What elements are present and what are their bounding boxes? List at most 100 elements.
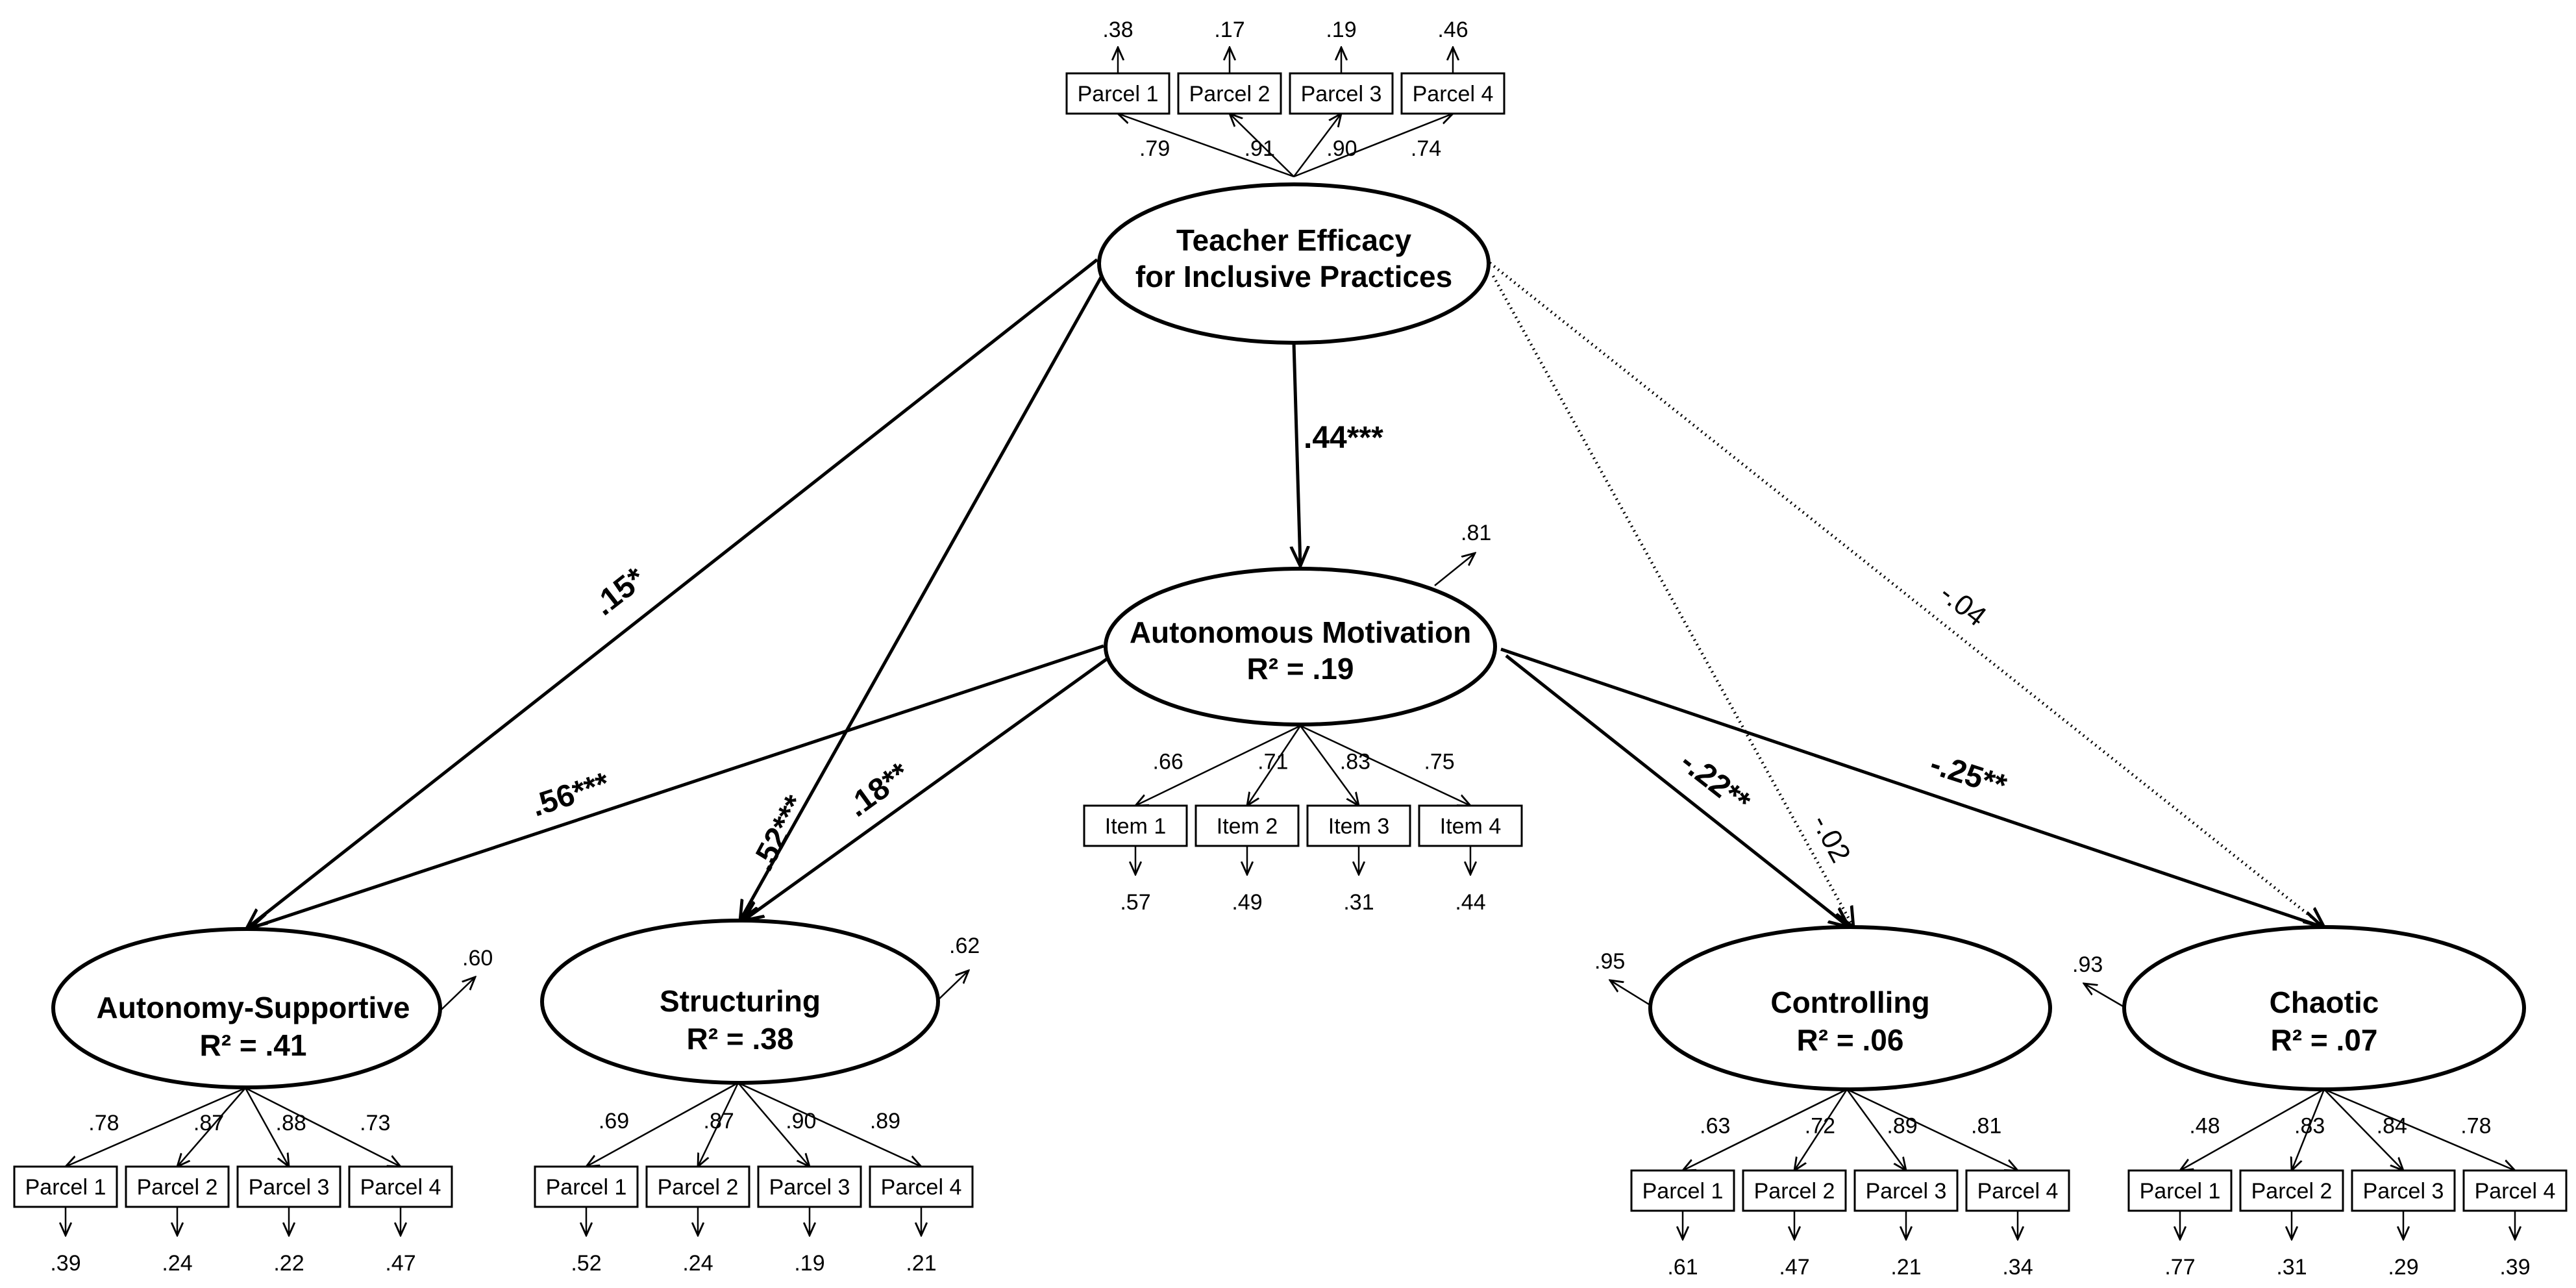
indicator-box-co-3 bbox=[1853, 1169, 1959, 1212]
indicator-label-as-4: Parcel 4 bbox=[360, 1175, 441, 1200]
error-value-ch-1: .77 bbox=[2164, 1255, 2195, 1280]
loading-value-co-2: .72 bbox=[1805, 1114, 1835, 1139]
indicator-box-am-3 bbox=[1306, 804, 1411, 847]
error-value-as-4: .47 bbox=[385, 1251, 415, 1276]
indicator-box-tefip-2 bbox=[1177, 72, 1282, 115]
indicator-label-ch-2: Parcel 2 bbox=[2251, 1179, 2333, 1204]
indicator-label-co-3: Parcel 3 bbox=[1866, 1179, 1947, 1204]
loading-arrow-ch-4 bbox=[2323, 1088, 2515, 1170]
error-value-tefip-2: .17 bbox=[1214, 18, 1245, 42]
indicator-box-am-4 bbox=[1418, 804, 1523, 847]
path-motivation-to-chaotic bbox=[1500, 647, 2323, 927]
error-value-st-1: .52 bbox=[571, 1251, 601, 1276]
residual-controlling: .95 bbox=[1594, 949, 1625, 974]
coef-efficacy-controlling: -.02 bbox=[1805, 810, 1857, 868]
error-value-co-4: .34 bbox=[2002, 1255, 2033, 1280]
loading-value-am-3: .83 bbox=[1340, 749, 1370, 774]
error-value-tefip-1: .38 bbox=[1102, 18, 1133, 42]
loading-arrow-st-4 bbox=[737, 1082, 921, 1167]
latent-teacher-efficacy: Teacher Efficacy for Inclusive Practices bbox=[1097, 182, 1491, 345]
loading-arrow-ch-3 bbox=[2323, 1089, 2403, 1170]
coef-efficacy-motivation: .44*** bbox=[1304, 421, 1383, 455]
loading-arrow-am-2 bbox=[1247, 725, 1302, 806]
path-efficacy-to-autonomy-supportive bbox=[247, 258, 1098, 928]
indicator-label-tefip-1: Parcel 1 bbox=[1078, 82, 1159, 106]
indicator-label-st-3: Parcel 3 bbox=[769, 1175, 850, 1200]
loading-arrow-co-2 bbox=[1794, 1089, 1848, 1170]
path-motivation-to-autonomy-supportive bbox=[250, 644, 1104, 928]
path-efficacy-to-chaotic bbox=[1489, 262, 2324, 927]
loading-value-as-4: .73 bbox=[360, 1111, 390, 1135]
label-autonomous-motivation-line1: Autonomous Motivation bbox=[1130, 615, 1471, 649]
loading-arrow-tefip-1 bbox=[1118, 114, 1294, 178]
residual-chaotic: .93 bbox=[2072, 952, 2103, 977]
loading-arrow-co-3 bbox=[1846, 1089, 1906, 1170]
indicator-box-tefip-1 bbox=[1065, 72, 1170, 115]
loading-arrow-ch-1 bbox=[2180, 1088, 2325, 1170]
indicator-label-am-2: Item 2 bbox=[1217, 814, 1278, 839]
residual-arrow-autonomy-supportive bbox=[441, 977, 475, 1010]
error-value-as-1: .39 bbox=[50, 1251, 80, 1276]
coef-motivation-chaotic: -.25** bbox=[1926, 747, 2011, 804]
ellipse-teacher-efficacy bbox=[1097, 182, 1491, 345]
loading-arrow-tefip-3 bbox=[1293, 114, 1341, 177]
structural-paths bbox=[247, 258, 2324, 928]
residuals: .81 .60 .62 .95 .93 bbox=[441, 521, 2124, 1010]
error-value-st-3: .19 bbox=[794, 1251, 824, 1276]
path-efficacy-to-motivation bbox=[1294, 342, 1300, 566]
loading-value-st-2: .87 bbox=[704, 1109, 734, 1133]
loading-arrow-ch-2 bbox=[2292, 1089, 2325, 1170]
latent-controlling: Controlling R² = .06 bbox=[1648, 925, 2052, 1091]
loading-value-as-1: .78 bbox=[88, 1111, 119, 1135]
indicator-box-st-3 bbox=[757, 1165, 862, 1208]
indicator-label-tefip-2: Parcel 2 bbox=[1189, 82, 1270, 106]
latent-autonomy-supportive: Autonomy-Supportive R² = .41 bbox=[51, 927, 442, 1089]
indicator-box-ch-2 bbox=[2239, 1169, 2344, 1212]
coef-motivation-autonomy-supportive: .56*** bbox=[527, 766, 613, 823]
label-chaotic-line1: Chaotic bbox=[2270, 985, 2379, 1019]
loading-value-ch-4: .78 bbox=[2460, 1114, 2491, 1139]
loading-value-ch-1: .48 bbox=[2189, 1114, 2220, 1139]
loading-value-am-2: .71 bbox=[1257, 749, 1288, 774]
loading-value-co-4: .81 bbox=[1971, 1114, 2001, 1139]
loading-arrow-st-3 bbox=[737, 1082, 810, 1167]
path-efficacy-to-controlling bbox=[1492, 275, 1853, 927]
indicator-box-as-3 bbox=[236, 1165, 341, 1208]
indicator-box-as-2 bbox=[125, 1165, 230, 1208]
indicator-label-co-1: Parcel 1 bbox=[1642, 1179, 1724, 1204]
indicator-label-as-3: Parcel 3 bbox=[249, 1175, 330, 1200]
residual-arrow-controlling bbox=[1610, 980, 1655, 1009]
indicator-label-ch-1: Parcel 1 bbox=[2140, 1179, 2221, 1204]
indicator-label-am-3: Item 3 bbox=[1328, 814, 1389, 839]
label-autonomy-supportive-r2: R² = .41 bbox=[200, 1028, 307, 1062]
error-value-co-2: .47 bbox=[1779, 1255, 1809, 1280]
indicator-label-st-4: Parcel 4 bbox=[881, 1175, 962, 1200]
loading-arrow-am-3 bbox=[1299, 725, 1359, 806]
indicator-box-co-2 bbox=[1742, 1169, 1847, 1212]
residual-arrow-motivation bbox=[1434, 553, 1475, 586]
indicator-box-as-4 bbox=[348, 1165, 453, 1208]
loading-arrow-as-2 bbox=[177, 1087, 246, 1167]
indicator-box-st-2 bbox=[645, 1165, 750, 1208]
loading-arrow-st-2 bbox=[698, 1082, 739, 1167]
residual-arrow-structuring bbox=[934, 971, 969, 1004]
indicator-label-co-2: Parcel 2 bbox=[1754, 1179, 1835, 1204]
error-value-ch-2: .31 bbox=[2276, 1255, 2307, 1280]
residual-motivation: .81 bbox=[1461, 521, 1491, 545]
error-value-ch-4: .39 bbox=[2499, 1255, 2530, 1280]
loading-value-am-4: .75 bbox=[1424, 749, 1454, 774]
coef-motivation-structuring: .18** bbox=[841, 756, 916, 824]
error-value-tefip-4: .46 bbox=[1437, 18, 1468, 42]
loading-value-tefip-4: .74 bbox=[1411, 136, 1441, 161]
indicator-box-ch-3 bbox=[2351, 1169, 2456, 1212]
loading-value-tefip-2: .91 bbox=[1245, 136, 1275, 161]
latent-autonomous-motivation: Autonomous Motivation R² = .19 bbox=[1104, 567, 1497, 726]
label-controlling-line1: Controlling bbox=[1770, 985, 1929, 1019]
loading-value-co-1: .63 bbox=[1700, 1114, 1730, 1139]
label-autonomous-motivation-r2: R² = .19 bbox=[1247, 652, 1354, 686]
loading-arrow-tefip-2 bbox=[1230, 114, 1294, 177]
